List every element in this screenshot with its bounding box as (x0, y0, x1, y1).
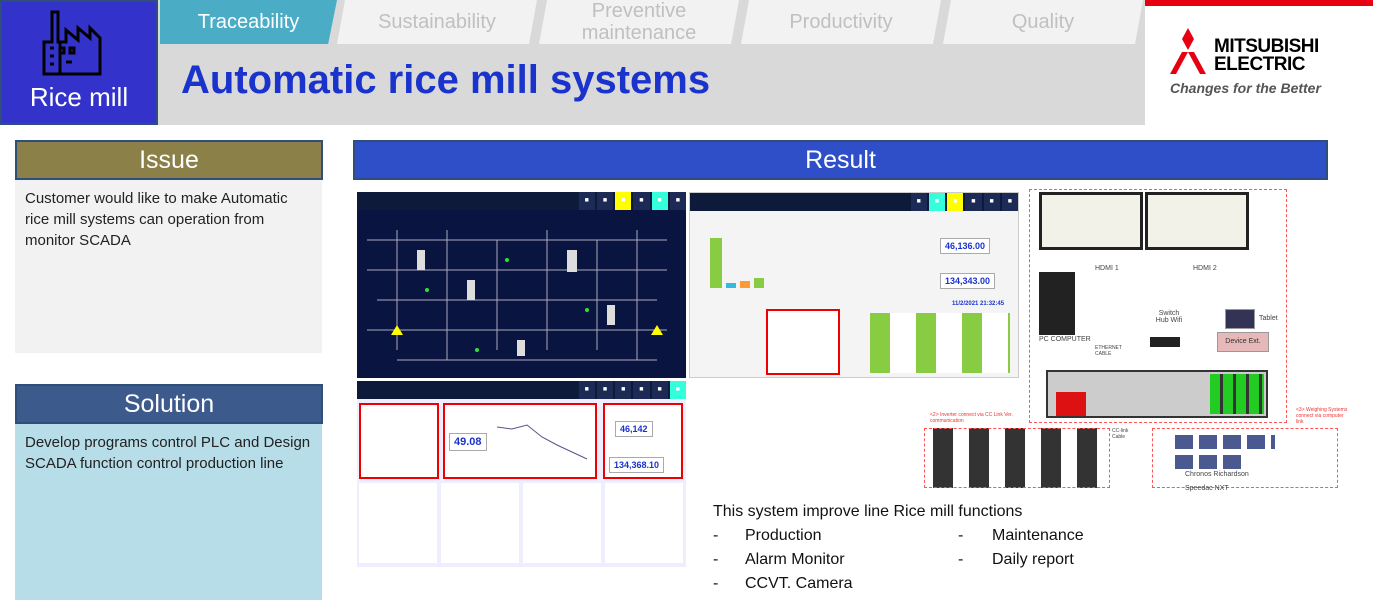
router (1150, 337, 1180, 347)
tablet (1225, 309, 1255, 329)
function-item: CCVT. Camera (745, 575, 853, 592)
tab-sustainability[interactable]: Sustainability (337, 0, 537, 44)
function-item: Alarm Monitor (745, 551, 845, 568)
weighing-group (1152, 428, 1338, 488)
inverter-group (924, 428, 1110, 488)
tab-traceability[interactable]: Traceability (160, 0, 337, 44)
brand-accent-line (1145, 0, 1373, 6)
timestamp: 11/2/2021 21:32:45 (952, 301, 1005, 307)
ethernet-label: ETHERNET CABLE (1095, 345, 1122, 357)
three-diamonds-icon (1170, 28, 1206, 74)
issue-heading: Issue (15, 140, 323, 180)
scada-process-screenshot: ■■■■■■ (357, 192, 686, 378)
hdmi2-label: HDMI 2 (1193, 265, 1217, 272)
brand-tagline: Changes for the Better (1170, 80, 1321, 96)
inverter-note: <2> Inverter connect via CC Link Ver. co… (930, 412, 1013, 424)
scada-summary-screenshot: ■■■■■■ 46,136.00 134,343.00 11/2/2021 21… (689, 192, 1019, 378)
tab-productivity[interactable]: Productivity (741, 0, 941, 44)
total-value: 134,368.10 (609, 457, 665, 473)
result-summary: This system improve line Rice mill funct… (713, 500, 1084, 596)
result-heading: Result (353, 140, 1328, 180)
target-value: 46,142 (615, 421, 653, 437)
tab-quality[interactable]: Quality (943, 0, 1143, 44)
solution-text: Develop programs control PLC and Design … (15, 424, 322, 600)
category-label: Rice mill (29, 82, 129, 112)
hdmi1-label: HDMI 1 (1095, 265, 1119, 272)
function-item: Production (745, 527, 822, 544)
summary-intro: This system improve line Rice mill funct… (713, 503, 1023, 520)
chronos-label: Chronos Richardson (1185, 471, 1249, 478)
monitor-2 (1145, 192, 1249, 250)
pc-tower (1039, 272, 1075, 335)
tablet-label: Tablet (1259, 315, 1278, 322)
factory-icon (42, 10, 102, 76)
solution-heading: Solution (15, 384, 323, 424)
bar-chart (710, 238, 764, 288)
switch-label: Switch Hub Wifi (1155, 310, 1183, 324)
plc-rack (1046, 370, 1268, 418)
function-item: Maintenance (992, 527, 1084, 544)
speedac-label: Speedac NXT (1185, 485, 1229, 492)
scada-production-screenshot: ■■■■■■ 49.08 46,142 134,368.10 (357, 381, 686, 567)
energy-value-2: 134,343.00 (940, 273, 996, 289)
system-architecture-diagram: HDMI 1 HDMI 2 PC COMPUTER Switch Hub Wif… (920, 185, 1350, 495)
production-value: 49.08 (449, 433, 487, 451)
page-title: Automatic rice mill systems (181, 58, 711, 102)
brand-name-1: MITSUBISHI (1214, 36, 1319, 57)
tab-preventive-maintenance[interactable]: Preventive maintenance (539, 0, 739, 44)
issue-text: Customer would like to make Automatic ri… (15, 180, 322, 353)
function-item: Daily report (992, 551, 1074, 568)
mitsubishi-logo: MITSUBISHI ELECTRIC Changes for the Bett… (1168, 28, 1348, 100)
category-tile: Rice mill (0, 0, 158, 125)
process-diagram (367, 230, 667, 361)
pc-label: PC COMPUTER (1039, 336, 1091, 343)
trend-chart (497, 424, 588, 460)
energy-value-1: 46,136.00 (940, 238, 991, 254)
cclink-label: CC-link Cable (1112, 428, 1129, 440)
device-ext: Device Ext. (1217, 332, 1269, 352)
weighing-note: <3> Weighing Systems connect via compute… (1296, 407, 1348, 425)
brand-name-2: ELECTRIC (1214, 54, 1305, 75)
monitor-1 (1039, 192, 1143, 250)
